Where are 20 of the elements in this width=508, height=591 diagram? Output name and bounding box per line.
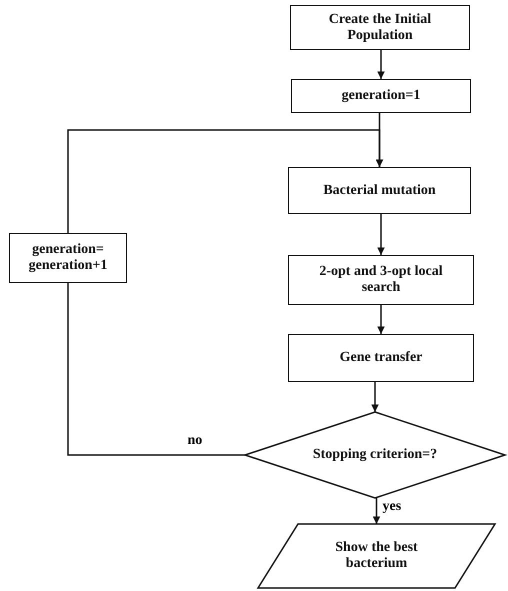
step-text: Gene transfer [340,350,422,366]
step-text: generation=1 [342,88,420,104]
process-box [288,255,474,305]
arrow [377,50,385,79]
arrow [377,214,385,255]
arrow [372,498,380,524]
process-box [291,79,471,113]
process-box [288,167,471,214]
process-box [290,5,470,50]
step-text: generation= generation+1 [28,242,108,274]
step-text: Bacterial mutation [323,182,436,198]
process-box [9,233,127,283]
step-text: 2-opt and 3-opt local search [318,264,444,296]
step-text: Show the best bacterium [334,540,419,572]
step-text: Stopping criterion=? [312,447,438,463]
arrow [67,129,384,233]
arrow [371,382,379,412]
step-text: Create the Initial Population [328,12,432,44]
arrow [377,305,385,334]
process-box [288,334,474,382]
